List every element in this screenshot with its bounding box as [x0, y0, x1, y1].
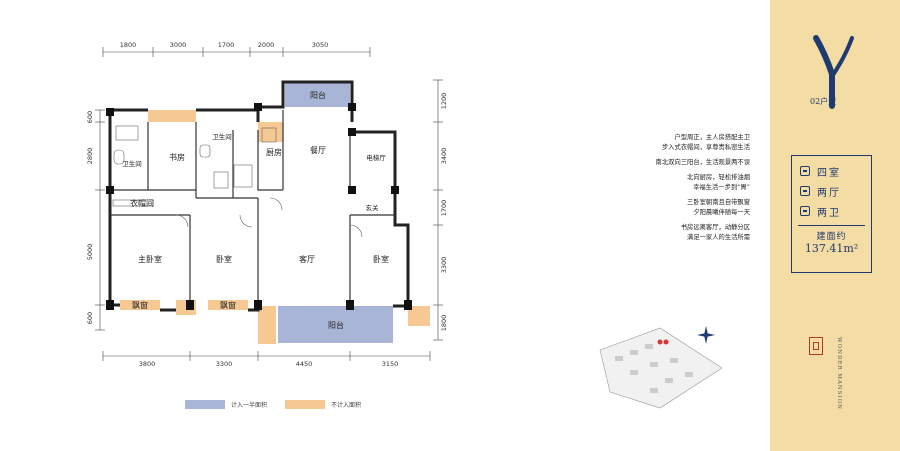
floor-plan: 1800 3000 1700 2000 3050 3800 3300 4450 … — [86, 41, 723, 409]
no-area-kitchen — [258, 122, 283, 142]
bay-window-1-fill — [120, 300, 160, 310]
legend-swatch-half — [185, 399, 225, 409]
desc-line: 书房远离客厅，动静分区 — [680, 224, 750, 231]
balcony-bottom-fill — [278, 306, 393, 343]
dim-left-3: 5000 — [86, 244, 94, 261]
dim-top-5: 3050 — [312, 41, 329, 49]
room-study: 书房 — [169, 152, 185, 162]
bath-icon — [800, 206, 810, 216]
bay-window-2-fill — [208, 300, 248, 310]
seal-icon — [809, 337, 823, 355]
feature-rooms: 四室 — [800, 164, 841, 179]
legend-no-area: 不计入面积 — [285, 398, 361, 410]
room-bath-1: 卫生间 — [122, 159, 142, 168]
no-area-window-1 — [148, 110, 196, 122]
room-bath-2: 卫生间 — [212, 132, 232, 141]
dim-top-1: 1800 — [120, 41, 137, 49]
desc-line: 户型周正，主人房搭配主卫 — [674, 134, 750, 141]
dim-bottom-3: 4450 — [296, 360, 313, 368]
room-balcony-bottom: 阳台 — [328, 320, 344, 330]
room-balcony-top: 阳台 — [310, 90, 326, 100]
description: 户型周正，主人房搭配主卫 步入式衣帽间，享尊贵私密生活 南北双向三阳台，生活观景… — [560, 133, 750, 243]
room-entry: 玄关 — [366, 203, 380, 212]
divider — [798, 225, 865, 226]
no-area-ac-2 — [258, 306, 276, 344]
dim-right-4: 3300 — [440, 257, 448, 274]
room-cloakroom: 衣帽间 — [130, 198, 154, 208]
desc-line: 北向厨房，轻松排油烟 — [687, 174, 750, 181]
dim-top-4: 2000 — [258, 41, 275, 49]
site-plan-thumbnail — [599, 327, 723, 409]
desc-line: 夕阳晨曦伴随每一天 — [693, 209, 750, 216]
room-living: 客厅 — [299, 254, 315, 264]
feature-rooms-label: 四室 — [817, 167, 841, 179]
room-kitchen: 厨房 — [266, 147, 282, 157]
feature-box: 四室 两厅 两卫 建面约 137.41m² — [791, 155, 872, 273]
room-master-bedroom: 主卧室 — [138, 254, 162, 264]
legend-label-half: 计入一半面积 — [231, 401, 268, 409]
balcony-top-fill — [285, 82, 350, 107]
dim-left-4: 600 — [86, 312, 94, 324]
left-dimension-line — [95, 109, 105, 331]
dim-bottom-4: 3150 — [382, 360, 399, 368]
fixtures — [112, 125, 363, 238]
feature-halls: 两厅 — [800, 184, 841, 199]
brand-name: WONDER MANSION — [825, 337, 843, 410]
desc-line: 步入式衣帽间，享尊贵私密生活 — [661, 144, 750, 151]
pillars — [106, 103, 412, 310]
brand-line-2: MANSION — [836, 373, 842, 410]
dim-top-3: 1700 — [218, 41, 235, 49]
no-area-ac-3 — [408, 306, 430, 326]
desc-line: 南北双向三阳台，生活观景两不误 — [655, 159, 750, 166]
dim-left-1: 600 — [86, 111, 94, 123]
dim-bottom-2: 3300 — [216, 360, 233, 368]
dim-right-1: 1200 — [440, 93, 448, 110]
dim-right-3: 1700 — [440, 200, 448, 217]
desc-line: 幸福生活一步到“胃” — [693, 184, 750, 191]
top-dimension-line — [102, 47, 371, 57]
unit-code: 02户型 — [810, 97, 837, 106]
feature-baths: 两卫 — [800, 204, 841, 219]
room-dining: 餐厅 — [310, 146, 326, 155]
desc-line: 满足一家人的生活所需 — [687, 234, 750, 241]
legend-half-area: 计入一半面积 — [185, 398, 267, 410]
dim-left-2: 2800 — [86, 148, 94, 165]
area-label: 建面约 — [816, 232, 847, 242]
right-dimension-line — [433, 79, 443, 341]
room-bay-window-1: 飘窗 — [132, 300, 148, 310]
feature-halls-label: 两厅 — [817, 187, 841, 199]
area-value: 137.41m² — [804, 242, 859, 255]
y-logo-icon — [813, 35, 854, 109]
room-bay-window-2: 飘窗 — [220, 300, 236, 310]
dim-bottom-1: 3800 — [139, 360, 156, 368]
sofa-icon — [800, 186, 810, 196]
room-elevator-hall: 电梯厅 — [366, 153, 386, 162]
bedroom-icon — [800, 166, 810, 176]
dim-top-2: 3000 — [170, 41, 187, 49]
legend-swatch-none — [285, 399, 325, 409]
compass-icon — [697, 326, 715, 344]
unit-info-panel: 02户型 四室 两厅 两卫 建面约 137.41m² WONDER MANSIO… — [770, 0, 900, 451]
bottom-dimension-line — [102, 351, 431, 361]
dim-right-2: 3400 — [440, 148, 448, 165]
feature-baths-label: 两卫 — [817, 207, 841, 219]
desc-line: 三卧室朝南且自带飘窗 — [687, 199, 750, 206]
dim-right-5: 1800 — [440, 315, 448, 332]
room-bedroom-2: 卧室 — [216, 254, 232, 264]
room-bedroom-3: 卧室 — [373, 254, 389, 264]
brand-line-1: WONDER — [836, 337, 842, 371]
legend-label-none: 不计入面积 — [331, 401, 362, 409]
